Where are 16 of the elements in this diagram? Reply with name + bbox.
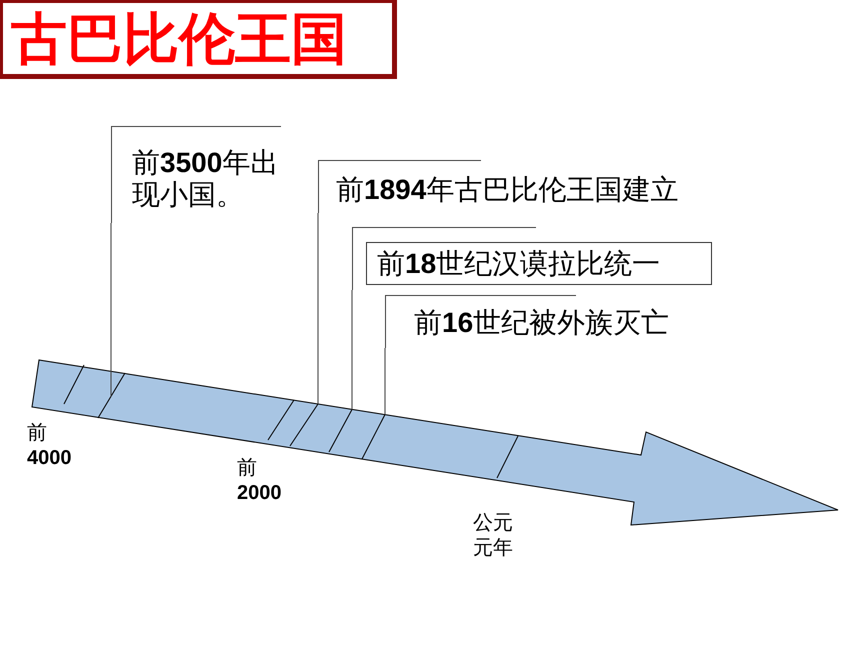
tick-mark [362,414,386,460]
callout-frame [352,227,712,290]
axis-label: 前4000 [27,421,72,471]
event-text: 前1894年古巴比伦王国建立 [336,174,678,206]
callout-frame [111,126,280,223]
axis-label: 公元元年 [473,511,514,561]
event-text: 前3500年出现小国。 [132,147,280,211]
leader-line [110,222,112,397]
event-text-box: 前18世纪汉谟拉比统一 [366,242,712,285]
event-text: 前16世纪被外族灭亡 [414,307,670,339]
tick-mark [328,409,352,452]
title-banner: 古巴比伦王国 [0,0,397,79]
leader-line [384,348,386,415]
tick-mark [98,372,126,418]
tick-mark [290,404,318,446]
axis-label: 前2000 [237,456,282,506]
